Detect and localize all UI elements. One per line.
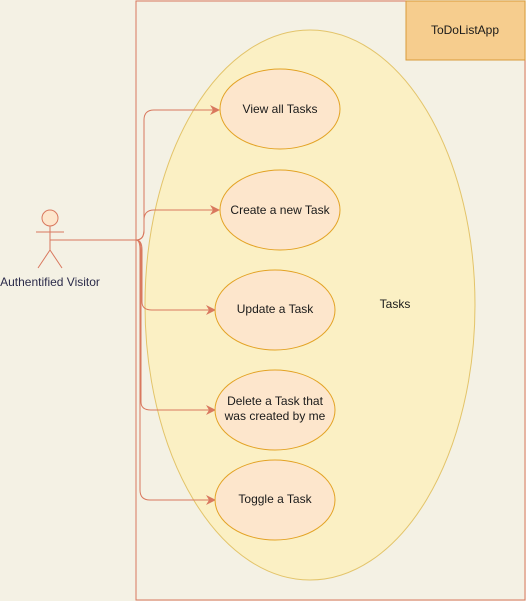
use-case-label: View all Tasks <box>243 102 318 116</box>
system-title-box <box>405 0 526 61</box>
system-title: ToDoListApp <box>431 23 499 37</box>
connector-create-task <box>50 205 220 241</box>
use-case-delete-own-task[interactable]: Delete a Task that was created by me <box>214 369 336 451</box>
use-case-toggle-task[interactable]: Toggle a Task <box>214 459 336 541</box>
use-case-label: Toggle a Task <box>238 492 312 506</box>
use-case-label-line-1: Delete a Task that <box>227 394 324 408</box>
actor-label: Authentified Visitor <box>0 275 100 289</box>
connector-toggle-task <box>50 239 216 505</box>
actor-figure-icon <box>36 209 64 269</box>
use-case-create-task[interactable]: Create a new Task <box>219 169 341 251</box>
use-case-update-task[interactable]: Update a Task <box>214 269 336 351</box>
connectors <box>50 105 220 505</box>
use-case-label: Update a Task <box>237 302 314 316</box>
system-boundary <box>135 0 526 601</box>
use-case-label-line-2: was created by me <box>224 409 326 423</box>
tasks-package-label: Tasks <box>380 297 411 311</box>
use-case-label: Create a new Task <box>230 203 330 217</box>
use-case-view-all-tasks[interactable]: View all Tasks <box>219 68 341 150</box>
